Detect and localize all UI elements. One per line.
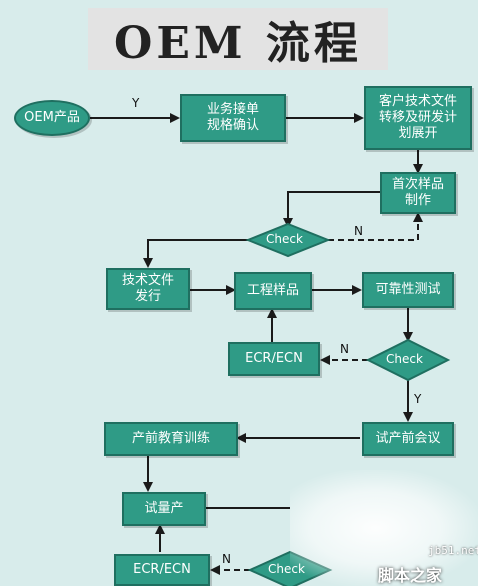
glare-overlay xyxy=(290,470,478,586)
check-diamond-1 xyxy=(245,222,331,258)
pre-training-node: 产前教育训练 xyxy=(104,422,238,456)
tech-docs-node: 技术文件 发行 xyxy=(106,268,190,310)
watermark-brand: 脚本之家 xyxy=(378,566,443,585)
page-title: OEM 流程 xyxy=(114,18,362,69)
ecr-ecn-node-2: ECR/ECN xyxy=(114,554,210,586)
trial-production-node: 试量产 xyxy=(122,492,206,526)
check1-label: Check xyxy=(266,232,303,246)
edge-label-n1: N xyxy=(354,224,363,238)
customer-docs-node: 客户技术文件 转移及研发计 划展开 xyxy=(364,86,472,150)
edge-label-y2: Y xyxy=(414,392,422,406)
oem-product-node: OEM产品 xyxy=(14,100,90,136)
watermark-site: jb51.net xyxy=(428,544,478,557)
edge-sample-to-check1 xyxy=(283,191,380,228)
spec-confirm-node: 业务接单 规格确认 xyxy=(180,94,286,142)
ecr-ecn-node-1: ECR/ECN xyxy=(228,342,320,376)
first-sample-node: 首次样品 制作 xyxy=(380,172,456,214)
edge-check1-retry xyxy=(328,212,423,241)
edge-label-n2: N xyxy=(340,342,349,356)
eng-sample-node: 工程样品 xyxy=(234,272,312,310)
check2-label: Check xyxy=(386,352,423,366)
edge-check1-to-techdocs xyxy=(143,239,248,268)
title-band xyxy=(88,8,388,70)
edge-label-y1: Y xyxy=(132,96,140,110)
check-diamond-2 xyxy=(365,338,451,382)
reliability-node: 可靠性测试 xyxy=(362,272,454,308)
edge-label-n3: N xyxy=(222,552,231,566)
pre-meeting-node: 试产前会议 xyxy=(362,422,454,456)
